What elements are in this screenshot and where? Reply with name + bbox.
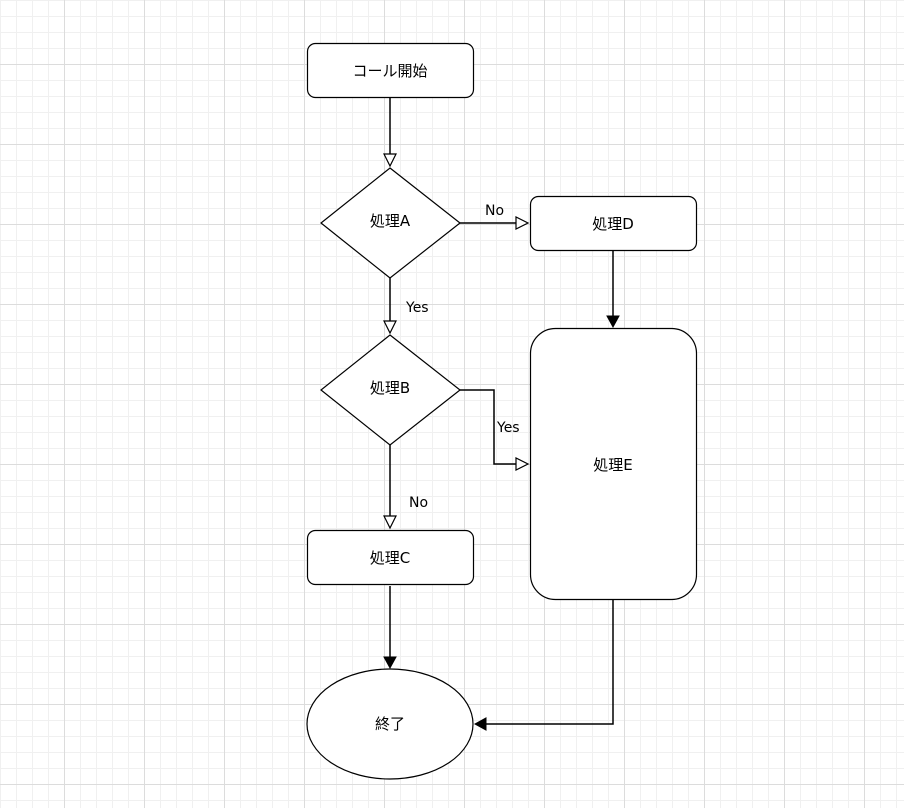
node-process-b-shape [320,334,461,446]
node-process-d-label: 処理D [592,215,634,233]
node-process-b-label: 処理B [370,379,410,397]
node-process-b[interactable]: 処理B [320,334,461,446]
node-end-label: 終了 [375,715,405,733]
open-arrowhead [383,153,397,168]
node-process-a-label: 処理A [370,212,411,230]
node-process-d-shape [529,195,698,252]
edge-e-to-end[interactable] [473,600,614,731]
node-process-c-label: 処理C [370,549,410,567]
node-process-e[interactable]: 処理E [529,327,698,601]
filled-arrowhead [606,315,620,329]
edges [383,98,620,731]
node-end-shape [306,668,474,780]
edge-d-to-e[interactable] [606,251,620,329]
edge-label-a-to-b: Yes [405,300,429,316]
edge-label-b-to-c: No [409,495,428,511]
node-start-label: コール開始 [352,62,427,80]
node-process-d[interactable]: 処理D [529,195,698,252]
edge-a-to-b[interactable] [383,278,397,335]
node-process-e-label: 処理E [593,456,632,474]
filled-arrowhead [473,717,487,731]
open-arrowhead [515,216,530,230]
node-end[interactable]: 終了 [306,668,474,780]
node-process-c[interactable]: 処理C [306,529,475,586]
open-arrowhead [383,320,397,335]
node-start[interactable]: コール開始 [306,42,475,99]
node-process-a-shape [320,167,461,279]
open-arrowhead [515,457,530,471]
open-arrowhead [383,515,397,530]
filled-arrowhead [383,656,397,670]
edge-b-to-e[interactable] [460,389,530,471]
edge-label-a-to-d: No [485,203,504,219]
edge-c-to-end[interactable] [383,586,397,670]
edge-b-to-c[interactable] [383,445,397,530]
edge-label-b-to-e: Yes [496,420,520,436]
edge-a-to-d[interactable] [460,216,530,230]
node-start-shape [306,42,475,99]
node-process-a[interactable]: 処理A [320,167,461,279]
node-process-c-shape [306,529,475,586]
node-process-e-shape [529,327,698,601]
edge-start-to-a[interactable] [383,98,397,168]
